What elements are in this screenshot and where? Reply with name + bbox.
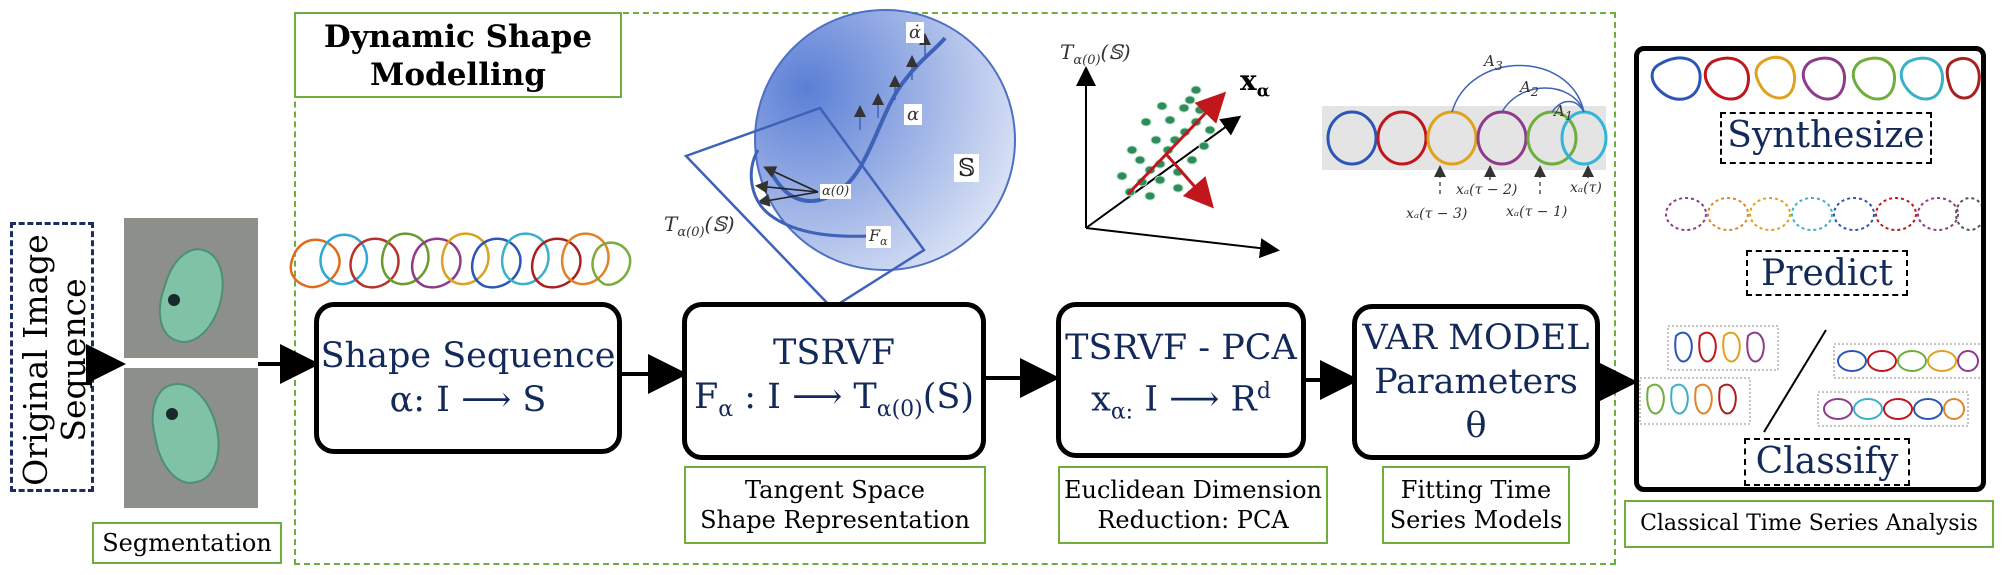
pca-scatter-points [1116,85,1216,201]
var-lag-arcs [1451,64,1585,113]
F-label: Fα [866,226,891,249]
stage-shape-sequence: Shape Sequence α: I ⟶ S [314,302,622,454]
alpha-curve [768,36,947,203]
caption-classical: Classical Time Series Analysis [1624,500,1994,548]
pca-principal-arrow [1126,91,1227,196]
dynamic-title: Dynamic Shape Modelling [323,19,593,93]
pca-secondary-arrow [1164,153,1214,209]
stage-title: TSRVF - PCA [1065,327,1297,368]
x-t-minus-1-label: xₐ(τ − 1) [1506,204,1568,220]
alpha0-label: α(0) [820,184,852,199]
x-t-minus-2-label: xₐ(τ − 2) [1456,182,1518,198]
stage-subtitle: Parameters [1374,362,1578,402]
pca-axis-label: Tα(0)(𝕊) [1060,40,1131,68]
dynamic-title-box: Dynamic Shape Modelling [294,12,622,98]
velocity-arrows [854,33,931,130]
caption-euclidean: Euclidean Dimension Reduction: PCA [1058,466,1328,544]
stage-title: Shape Sequence [320,336,616,376]
x-t-label: xₐ(τ) [1570,180,1602,196]
segmentation-label: Segmentation [102,529,272,557]
tangent-vectors [754,166,819,207]
cell-image-1 [124,218,258,358]
pca-axis-x [1085,227,1280,259]
stage-formula: Fα : I ⟶ Tα(0)(S) [693,376,975,422]
stage-formula: α: I ⟶ S [389,380,547,420]
tangent-space-label: Tα(0)(𝕊) [664,212,735,240]
segmentation-caption: Segmentation [92,522,282,564]
cell-nucleus [168,294,180,306]
synthesize-shapes [1650,55,1981,101]
stage-title: TSRVF [773,332,895,373]
x-t-minus-3-label: xₐ(τ − 3) [1406,206,1468,222]
alpha-label: α [904,104,923,125]
analysis-panel [1634,46,1986,492]
manifold-S-label: 𝕊 [954,154,980,182]
cell-nucleus [166,408,178,420]
tangent-plane [683,106,926,310]
stage-tsrvf-pca: TSRVF - PCA xα: I ⟶ Rd [1056,302,1306,458]
A1-label: A1 [1554,102,1573,123]
stage-formula: xα: I ⟶ Rd [1091,378,1271,425]
manifold-sphere [754,9,1016,271]
A2-label: A2 [1520,78,1539,99]
stage-symbol: θ [1465,406,1487,446]
pca-axis-z [1085,115,1242,229]
caption-fitting: Fitting Time Series Models [1382,466,1570,544]
stage-title: VAR MODEL [1362,318,1590,358]
caption-tangent-space: Tangent Space Shape Representation [684,466,986,544]
shape-sequence-contours [289,232,632,289]
classify-groups [1639,325,1983,433]
var-lag-pointers [1434,165,1594,194]
dynamic-shape-modelling-region [294,12,1616,565]
stage-var-model: VAR MODEL Parameters θ [1352,304,1600,460]
classify-label: Classify [1744,438,1910,486]
stage-tsrvf: TSRVF Fα : I ⟶ Tα(0)(S) [682,302,986,460]
A3-label: A3 [1484,52,1503,73]
alpha-dot-label: α̇ [906,22,925,43]
synthesize-label: Synthesize [1720,112,1932,164]
F-curve [749,149,871,238]
predict-label: Predict [1746,250,1908,296]
pca-x-alpha-label: xα [1240,64,1270,102]
cell-image-2 [124,368,258,508]
